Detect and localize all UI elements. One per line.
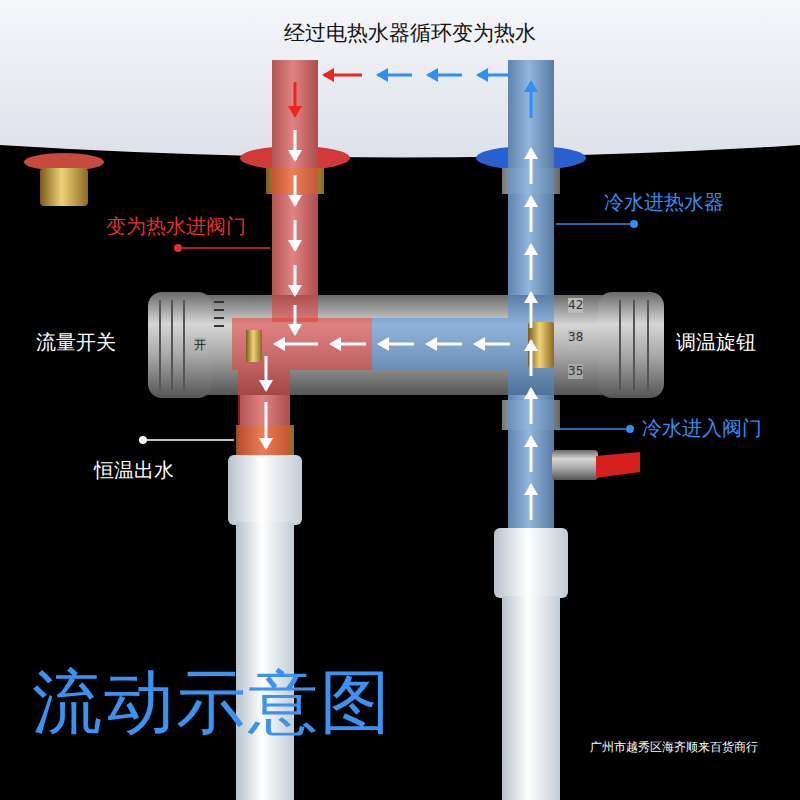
hot-flow xyxy=(232,318,372,370)
flow-arrow xyxy=(530,437,533,472)
leader-dot xyxy=(139,436,147,444)
flow-knob xyxy=(148,292,212,398)
cold-arrow xyxy=(378,74,412,77)
callout-label: 冷水进入阀门 xyxy=(642,416,762,441)
flow-arrow xyxy=(530,389,533,424)
flow-arrow xyxy=(294,220,297,250)
knob-marking: 开 xyxy=(194,338,206,353)
leader-dot xyxy=(630,220,638,228)
hose-collar xyxy=(228,455,302,525)
hose xyxy=(502,596,560,800)
drain-body xyxy=(552,450,598,480)
flow-arrow xyxy=(294,305,297,334)
hot-arrow xyxy=(324,74,362,77)
flow-note: 经过电热水器循环变为热水 xyxy=(284,20,536,46)
hoses xyxy=(228,455,568,800)
heater-shell xyxy=(0,0,800,158)
part-name: 恒温出水 xyxy=(94,458,174,483)
cold-arrow xyxy=(428,74,462,77)
diagram-title: 流动示意图 xyxy=(32,664,392,741)
flow-arrow xyxy=(379,343,414,346)
leader-dot xyxy=(626,425,634,433)
hot-flow xyxy=(272,60,318,322)
tick xyxy=(214,317,224,319)
flow-arrow xyxy=(530,197,533,232)
cold-arrow xyxy=(530,82,533,118)
scale-number: 42 xyxy=(568,298,583,313)
groove xyxy=(633,300,635,390)
drain-valve xyxy=(552,450,640,480)
flow-arrow xyxy=(265,356,268,390)
leader-dot xyxy=(174,244,182,252)
groove xyxy=(183,300,185,390)
flow-arrow xyxy=(294,130,297,160)
hose xyxy=(236,522,294,800)
flow-arrow xyxy=(265,402,268,448)
top-arrows xyxy=(295,75,531,118)
leader-line xyxy=(556,223,630,225)
hose-collar xyxy=(494,528,568,598)
callout-label: 变为热水进阀门 xyxy=(106,214,246,239)
hot-arrow xyxy=(294,82,297,116)
cold-pipe xyxy=(508,60,554,530)
side-fitting xyxy=(24,153,104,206)
groove xyxy=(171,300,173,390)
flow-arrow xyxy=(294,265,297,295)
cold-arrow xyxy=(478,74,512,77)
scale-number: 38 xyxy=(568,330,583,345)
flow-arrow xyxy=(530,341,533,376)
heater-body xyxy=(0,0,800,158)
part-name: 流量开关 xyxy=(36,330,116,355)
flow-arrow xyxy=(530,293,533,328)
flow-insert xyxy=(246,330,262,362)
watermark: 广州市越秀区海齐顺来百货商行 xyxy=(590,740,758,755)
scale-number: 35 xyxy=(568,364,583,379)
cold-flow xyxy=(508,60,554,530)
flow-arrow xyxy=(530,149,533,184)
leader-line xyxy=(556,428,626,430)
valve xyxy=(148,292,664,455)
brass-nut xyxy=(40,168,88,206)
part-name: 调温旋钮 xyxy=(676,330,756,355)
groove xyxy=(159,300,161,390)
flow-arrow xyxy=(530,245,533,280)
groove xyxy=(619,300,621,390)
leader-line xyxy=(182,247,270,249)
groove xyxy=(647,300,649,390)
flow-arrow xyxy=(275,343,318,346)
temp-knob xyxy=(598,292,664,398)
tick xyxy=(214,325,224,327)
knob-grooves xyxy=(160,300,648,390)
flow-arrow xyxy=(294,175,297,205)
flow-arrow xyxy=(427,343,462,346)
hot-flow xyxy=(238,370,290,462)
scale-ticks xyxy=(214,302,224,326)
leader-lines xyxy=(139,220,638,444)
callout-label: 冷水进热水器 xyxy=(604,190,724,215)
flow-arrow xyxy=(475,343,510,346)
flow-arrow xyxy=(530,485,533,520)
flow-arrow xyxy=(331,343,366,346)
tick xyxy=(214,309,224,311)
tick xyxy=(214,301,224,303)
flow-arrows xyxy=(266,130,531,520)
drain-lever xyxy=(596,452,640,478)
leader-line xyxy=(147,439,234,441)
